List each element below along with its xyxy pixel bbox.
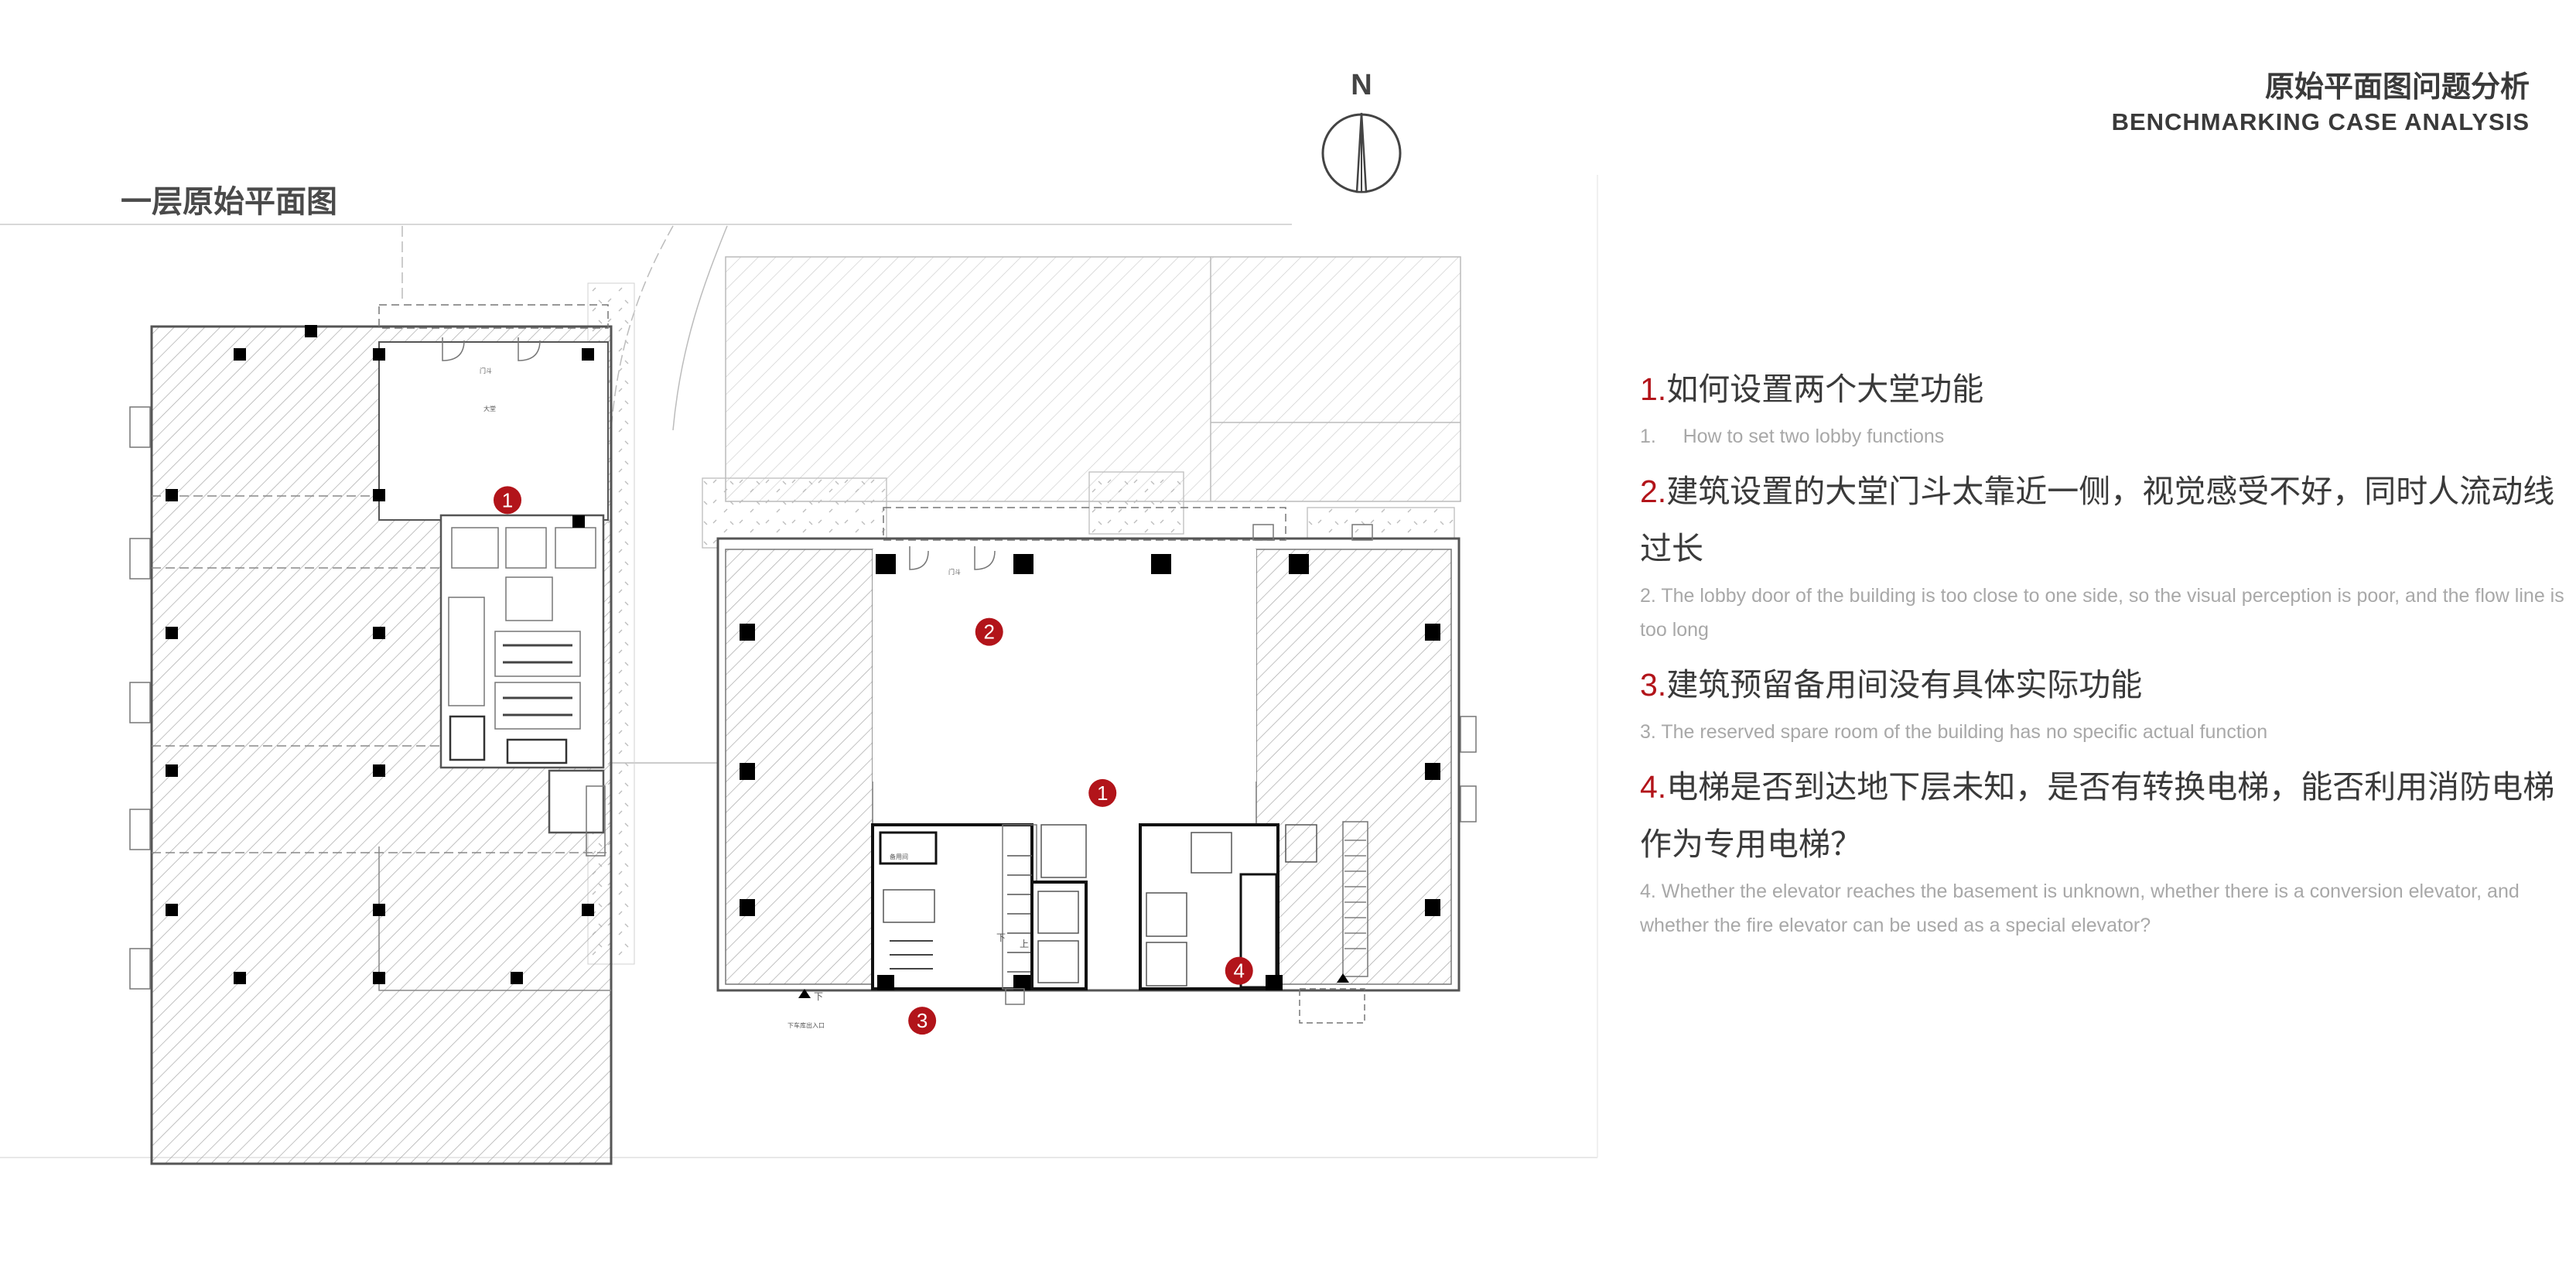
plan-title: 一层原始平面图 <box>121 185 337 219</box>
issue-marker-number: 3 <box>917 1009 928 1032</box>
issue-item-3: 3.建筑预留备用间没有具体实际功能 3. The reserved spare … <box>1640 656 2568 749</box>
issue-marker-circle <box>908 1007 937 1035</box>
header: 原始平面图问题分析 BENCHMARKING CASE ANALYSIS <box>2112 68 2530 138</box>
label-mendou-2: 门斗 <box>948 568 961 576</box>
issue-1-text: 如何设置两个大堂功能 <box>1666 371 1984 407</box>
issue-2-text: 建筑设置的大堂门斗太靠近一侧，视觉感受不好，同时人流动线过长 <box>1640 474 2555 566</box>
compass-label: N <box>1351 69 1372 101</box>
title-english: BENCHMARKING CASE ANALYSIS <box>2111 108 2530 135</box>
label-stair-down: 下 <box>996 932 1006 943</box>
issue-marker-number: 1 <box>502 488 513 511</box>
issue-4-text: 电梯是否到达地下层未知，是否有转换电梯，能否利用消防电梯作为专用电梯？ <box>1640 769 2555 862</box>
issue-2-cn: 2.建筑设置的大堂门斗太靠近一侧，视觉感受不好，同时人流动线过长 <box>1640 463 2568 577</box>
issue-marker-number: 2 <box>983 621 994 644</box>
label-stair-up: 上 <box>1020 939 1029 949</box>
issue-marker-2: 2 <box>975 617 1003 646</box>
issue-2-number: 2. <box>1640 474 1667 509</box>
compass-icon: N <box>1321 69 1402 193</box>
issue-marker-circle <box>494 486 522 515</box>
floor-plan: 门斗 大堂 <box>0 175 1601 1165</box>
title-chinese: 原始平面图问题分析 <box>2264 71 2530 104</box>
issue-marker-5: 4 <box>1225 956 1253 985</box>
issue-3-number: 3. <box>1640 667 1667 703</box>
floor-plan-drawing: 门斗 大堂 <box>0 175 1598 1165</box>
issue-1-number: 1. <box>1640 371 1667 407</box>
issue-4-number: 4. <box>1640 769 1667 805</box>
issue-4-cn: 4.电梯是否到达地下层未知，是否有转换电梯，能否利用消防电梯作为专用电梯？ <box>1640 758 2568 873</box>
issue-markers: 1 2 1 3 4 <box>494 486 1253 1035</box>
issue-item-4: 4.电梯是否到达地下层未知，是否有转换电梯，能否利用消防电梯作为专用电梯？ 4.… <box>1640 758 2568 942</box>
issue-marker-circle <box>1225 956 1253 985</box>
issue-2-en: 2. The lobby door of the building is too… <box>1640 585 2564 641</box>
issue-list: 1.如何设置两个大堂功能 1. How to set two lobby fun… <box>1640 361 2568 952</box>
label-garage-exit: 下车库出入口 <box>787 1021 825 1029</box>
label-datang-1: 大堂 <box>483 405 496 412</box>
issue-marker-number: 4 <box>1233 959 1244 983</box>
issue-3-en: 3. The reserved spare room of the buildi… <box>1640 721 2268 743</box>
issue-marker-1: 1 <box>494 486 522 515</box>
issue-1-en: 1. How to set two lobby functions <box>1640 426 1945 447</box>
label-mendou-1: 门斗 <box>480 367 492 374</box>
issue-4-en: 4. Whether the elevator reaches the base… <box>1640 881 2520 936</box>
label-exit-down: 下 <box>814 991 823 1002</box>
issue-marker-circle <box>1088 778 1117 807</box>
label-beiyongjian: 备用间 <box>890 853 908 860</box>
issue-marker-number: 1 <box>1097 781 1108 805</box>
issue-marker-circle <box>975 617 1003 646</box>
issue-marker-3: 1 <box>1088 778 1117 807</box>
issue-marker-4: 3 <box>908 1007 937 1035</box>
issue-3-cn: 3.建筑预留备用间没有具体实际功能 <box>1640 656 2568 713</box>
issue-item-1: 1.如何设置两个大堂功能 1. How to set two lobby fun… <box>1640 361 2568 453</box>
issue-3-text: 建筑预留备用间没有具体实际功能 <box>1666 667 2143 703</box>
north-compass: N <box>1318 63 1419 203</box>
issue-1-cn: 1.如何设置两个大堂功能 <box>1640 361 2568 418</box>
issue-item-2: 2.建筑设置的大堂门斗太靠近一侧，视觉感受不好，同时人流动线过长 2. The … <box>1640 463 2568 647</box>
